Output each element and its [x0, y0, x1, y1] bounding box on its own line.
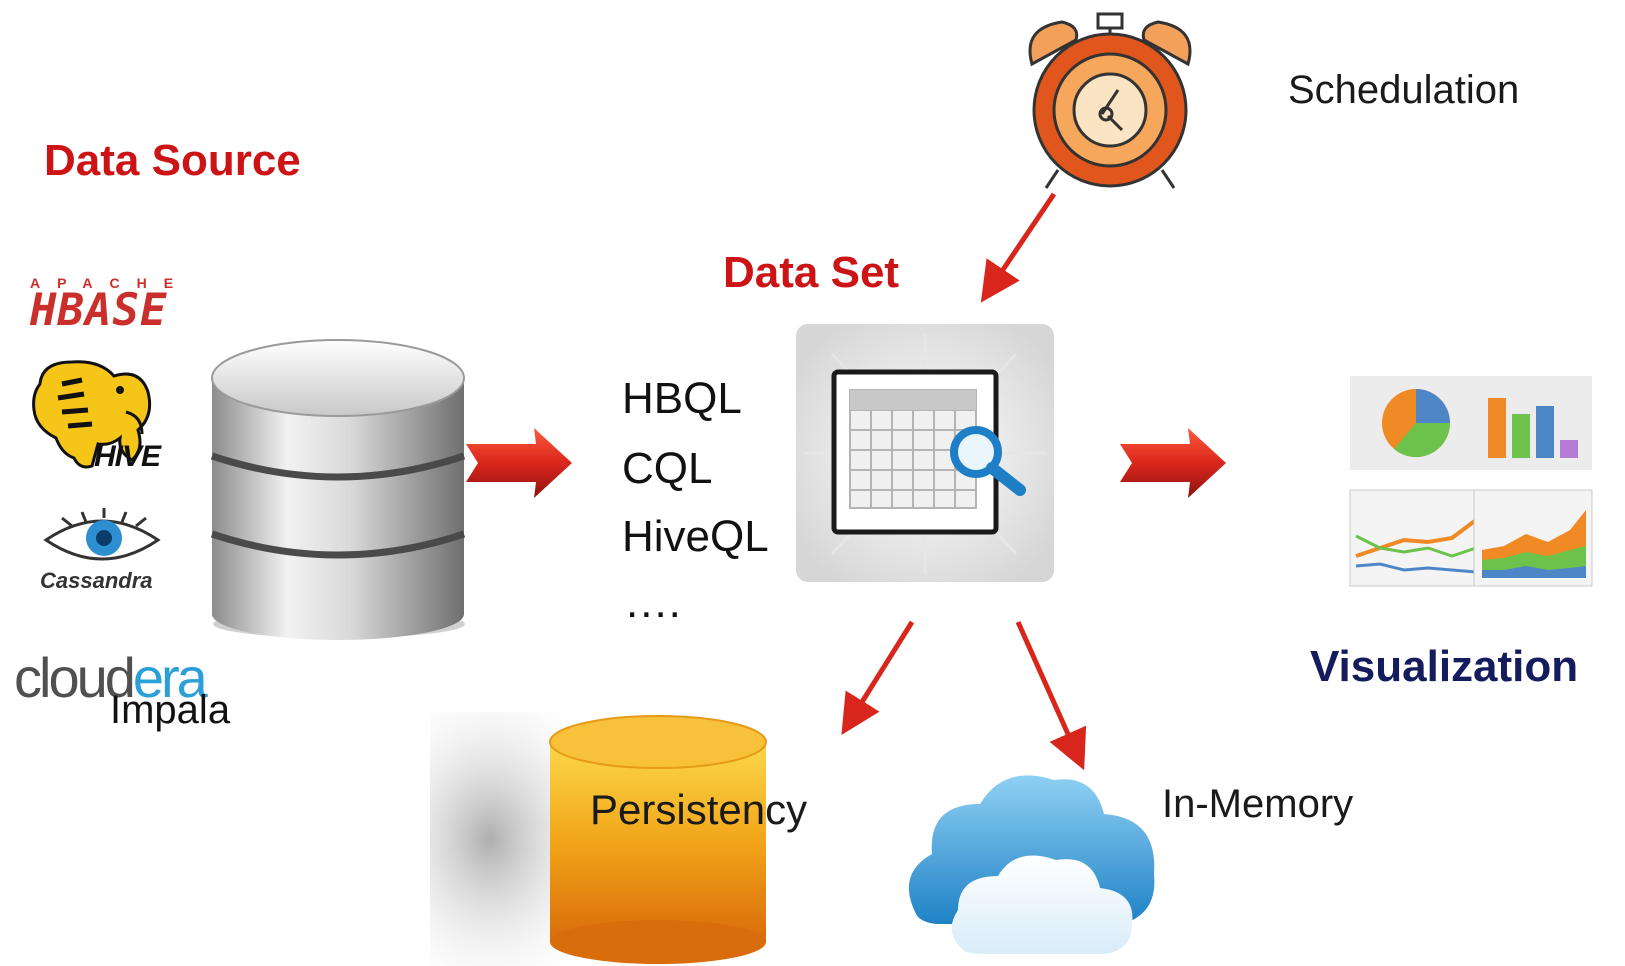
hive-logo-text: HIVE — [94, 440, 161, 473]
hbase-logo-top: APACHE — [30, 275, 191, 291]
cylinder-storage-icon — [430, 712, 767, 966]
pie-chart-icon — [1350, 376, 1482, 470]
hbase-logo: APACHE HBASE — [30, 275, 220, 336]
impala-text: Impala — [110, 688, 231, 732]
cassandra-logo-text: Cassandra — [40, 568, 153, 593]
alarm-clock-icon — [1028, 12, 1192, 189]
hbase-logo-main: HBASE — [30, 285, 168, 336]
cloudera-logo: cloudera — [14, 650, 208, 706]
cloudera-logo-part-a: cloud — [14, 646, 136, 709]
cassandra-eye-icon — [43, 508, 161, 561]
magnifier-icon — [950, 426, 1026, 496]
cloud-icon — [908, 775, 1155, 954]
data-source-title: Data Source — [44, 136, 301, 185]
cloudera-logo-part-b: era — [132, 646, 208, 709]
database-icon — [210, 339, 466, 640]
flow-arrow-source-to-dataset — [466, 428, 572, 498]
visualization-title: Visualization — [1310, 642, 1579, 691]
schedulation-label: Schedulation — [1288, 68, 1520, 112]
query-language-more: .... — [626, 578, 683, 627]
line-chart-icon — [1349, 489, 1483, 587]
hive-elephant-icon — [32, 360, 152, 469]
query-language-hbql: HBQL — [622, 374, 742, 423]
in-memory-label: In-Memory — [1162, 782, 1354, 826]
query-language-hiveql: HiveQL — [622, 512, 769, 561]
flow-arrow-dataset-to-visualization — [1120, 428, 1226, 498]
data-set-title: Data Set — [723, 248, 900, 297]
query-language-cql: CQL — [622, 444, 713, 493]
area-chart-icon — [1473, 489, 1593, 587]
bar-chart-icon — [1474, 376, 1592, 470]
persistency-label: Persistency — [590, 786, 808, 833]
